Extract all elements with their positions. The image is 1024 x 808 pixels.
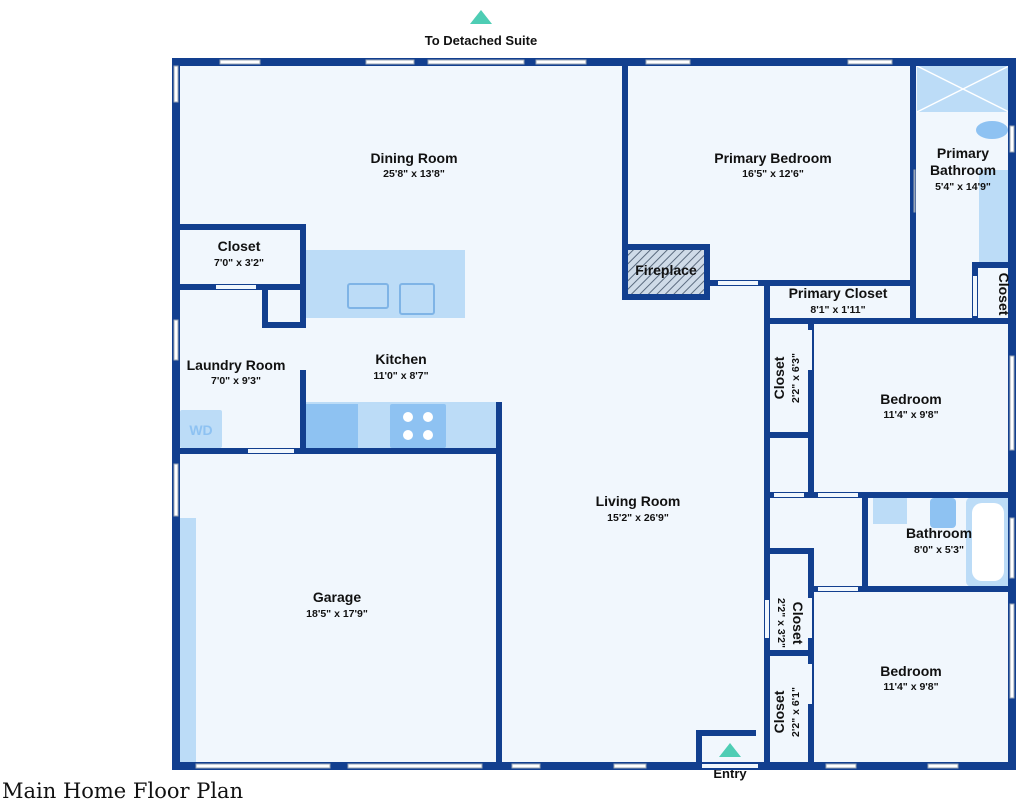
primary-bath-name-line1: Primary	[937, 145, 989, 161]
entry-marker-icon	[719, 743, 741, 757]
primary-bath-dim: 5'4" x 14'9"	[935, 181, 991, 193]
bedroom-lower-dim: 11'4" x 9'8"	[883, 681, 938, 693]
stove-icon	[390, 404, 446, 448]
plan-caption: Main Home Floor Plan	[2, 779, 244, 803]
fireplace-hatch	[626, 248, 706, 296]
bedroom-lower-name: Bedroom	[880, 663, 941, 679]
burner-icon	[423, 412, 433, 422]
bedroom-upper-dim: 11'4" x 9'8"	[883, 409, 938, 421]
primary-bedroom-name: Primary Bedroom	[714, 150, 831, 166]
closet-top-left-name: Closet	[218, 238, 261, 254]
closet-small-name: Closet	[790, 602, 806, 645]
closet-bath-name: Closet	[996, 273, 1012, 316]
washer-dryer-label: WD	[189, 422, 212, 438]
primary-closet-name: Primary Closet	[789, 285, 888, 301]
to-detached-suite-label: To Detached Suite	[425, 33, 537, 48]
closet-small-dim: 2'2" x 3'2"	[775, 598, 787, 648]
walls	[172, 58, 1016, 770]
dishwasher-icon	[399, 283, 435, 315]
toilet-icon	[976, 121, 1008, 139]
primary-vanity	[979, 170, 1009, 262]
living-room-dim: 15'2" x 26'9"	[607, 512, 669, 524]
laundry-room-name: Laundry Room	[187, 357, 286, 373]
closet-bottom-name: Closet	[771, 690, 787, 733]
closet-bottom-dim: 2'2" x 6'1"	[790, 687, 802, 737]
garage-name: Garage	[313, 589, 361, 605]
burner-icon	[403, 412, 413, 422]
sink-icon	[347, 283, 389, 309]
closet-top-left-dim: 7'0" x 3'2"	[214, 257, 264, 269]
bedroom-upper-name: Bedroom	[880, 391, 941, 407]
bathroom-sink-icon	[873, 498, 907, 524]
living-room-name: Living Room	[596, 493, 681, 509]
windows	[173, 59, 1015, 769]
door-openings	[216, 276, 977, 768]
dining-room-dim: 25'8" x 13'8"	[383, 168, 445, 180]
refrigerator-icon	[306, 404, 358, 448]
primary-bath-name-line2: Bathroom	[930, 162, 996, 178]
bathroom-name: Bathroom	[906, 525, 972, 541]
north-marker-icon	[470, 10, 492, 24]
closet-mid-name: Closet	[771, 356, 787, 399]
fireplace-name: Fireplace	[635, 262, 697, 278]
washer-dryer-icon	[180, 410, 222, 448]
bathroom-dim: 8'0" x 5'3"	[914, 544, 964, 556]
primary-closet-dim: 8'1" x 1'11"	[810, 304, 865, 316]
kitchen-dim: 11'0" x 8'7"	[373, 370, 428, 382]
burner-icon	[403, 430, 413, 440]
bathroom-toilet-icon	[930, 498, 956, 528]
burner-icon	[423, 430, 433, 440]
laundry-room-dim: 7'0" x 9'3"	[211, 375, 261, 387]
kitchen-name: Kitchen	[375, 351, 426, 367]
dining-room-name: Dining Room	[370, 150, 457, 166]
closet-mid-dim: 2'2" x 6'3"	[790, 353, 802, 403]
primary-bedroom-dim: 16'5" x 12'6"	[742, 168, 804, 180]
garage-strip	[180, 518, 196, 762]
garage-dim: 18'5" x 17'9"	[306, 608, 368, 620]
